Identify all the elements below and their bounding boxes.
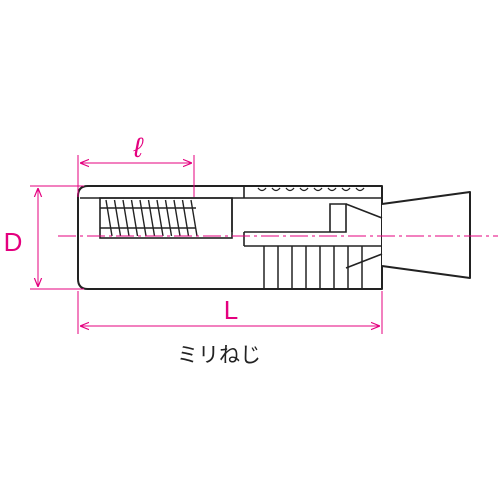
knurl-marks <box>257 187 365 192</box>
knurl-mark <box>299 187 309 192</box>
thread-line <box>164 199 173 237</box>
dimension-thread-length <box>77 155 195 197</box>
thread-line <box>130 199 139 237</box>
dimension-total-length-label: L <box>224 295 238 325</box>
knurl-mark <box>313 187 323 192</box>
thread-line <box>147 199 156 237</box>
thread-line <box>156 199 164 237</box>
thread-line <box>105 199 113 237</box>
knurl-mark <box>341 187 351 192</box>
knurl-mark <box>285 187 295 192</box>
dimension-thread-length-label: ℓ <box>132 132 144 163</box>
knurl-mark <box>257 187 267 192</box>
thread-bore <box>99 197 233 239</box>
thread-line <box>122 199 130 237</box>
dimension-d <box>30 185 84 290</box>
sleeve-slits <box>243 203 382 289</box>
thread-line <box>113 199 122 237</box>
body-outline <box>77 185 383 290</box>
thread-line <box>139 199 147 237</box>
expansion-cone <box>345 191 471 279</box>
knurl-mark <box>271 187 281 192</box>
thread-line <box>181 199 190 237</box>
cone-outline <box>381 191 471 279</box>
dimension-total-length <box>77 291 383 334</box>
thread-line <box>173 199 181 237</box>
internal-thread <box>99 197 233 239</box>
knurl-mark <box>355 187 365 192</box>
caption: ミリねじ <box>177 343 261 367</box>
thread-line <box>190 199 198 237</box>
dimension-d-label: D <box>4 227 23 257</box>
knurl-mark <box>327 187 337 192</box>
